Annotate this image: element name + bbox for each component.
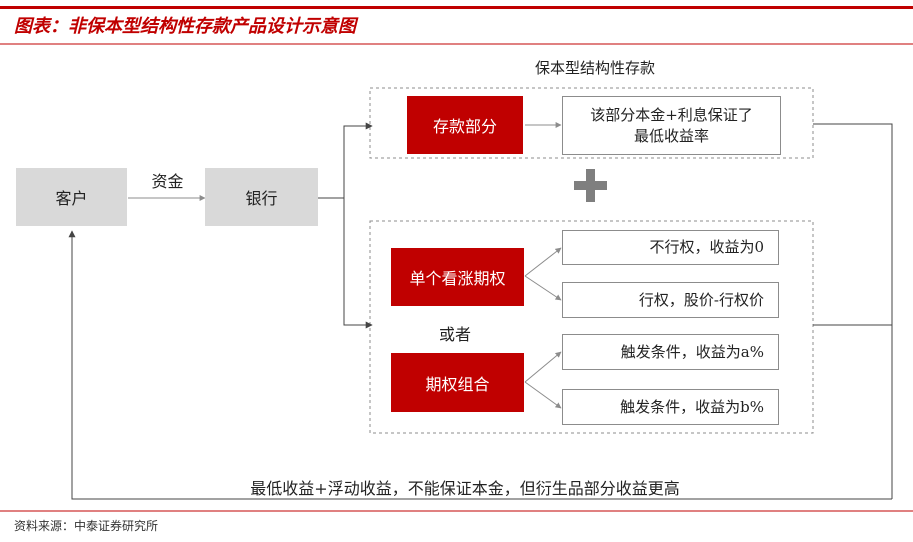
trigger-b-box: 触发条件，收益为b% [562, 389, 779, 425]
combo-to-trigger-b-arrow [524, 381, 562, 409]
bank-to-deposit-arrow [318, 122, 373, 199]
bank-to-options-arrow [318, 197, 373, 329]
deposit-desc-line1: 该部分本金+利息保证了 [590, 106, 753, 125]
deposit-desc-line2: 最低收益率 [633, 126, 709, 145]
no-exercise-box: 不行权，收益为0 [562, 230, 779, 265]
page-title: 图表：非保本型结构性存款产品设计示意图 [14, 16, 356, 37]
plus-icon-v [586, 169, 595, 202]
or-label: 或者 [438, 325, 471, 344]
call-to-no-exercise-arrow [524, 247, 562, 277]
deposit-part-box: 存款部分 [407, 96, 523, 154]
single-call-box: 单个看涨期权 [391, 248, 524, 306]
source-note: 资料来源：中泰证券研究所 [14, 518, 159, 533]
trigger-a-box: 触发条件，收益为a% [562, 334, 779, 370]
principal-group-title: 保本型结构性存款 [534, 58, 655, 77]
combo-to-trigger-a-arrow [524, 351, 562, 383]
deposit-desc-box: 该部分本金+利息保证了 最低收益率 [562, 96, 781, 155]
funds-label: 资金 [151, 172, 184, 191]
exercise-box: 行权，股价-行权价 [562, 282, 779, 318]
option-combo-box: 期权组合 [391, 353, 524, 412]
call-to-exercise-arrow [524, 275, 562, 301]
deposit-return-line [813, 123, 893, 499]
bank-box: 银行 [205, 168, 318, 226]
client-box: 客户 [16, 168, 127, 226]
derivative-group-box [369, 220, 814, 434]
return-label: 最低收益+浮动收益，不能保证本金，但衍生品部分收益更高 [250, 479, 680, 498]
return-arrow [68, 230, 892, 500]
